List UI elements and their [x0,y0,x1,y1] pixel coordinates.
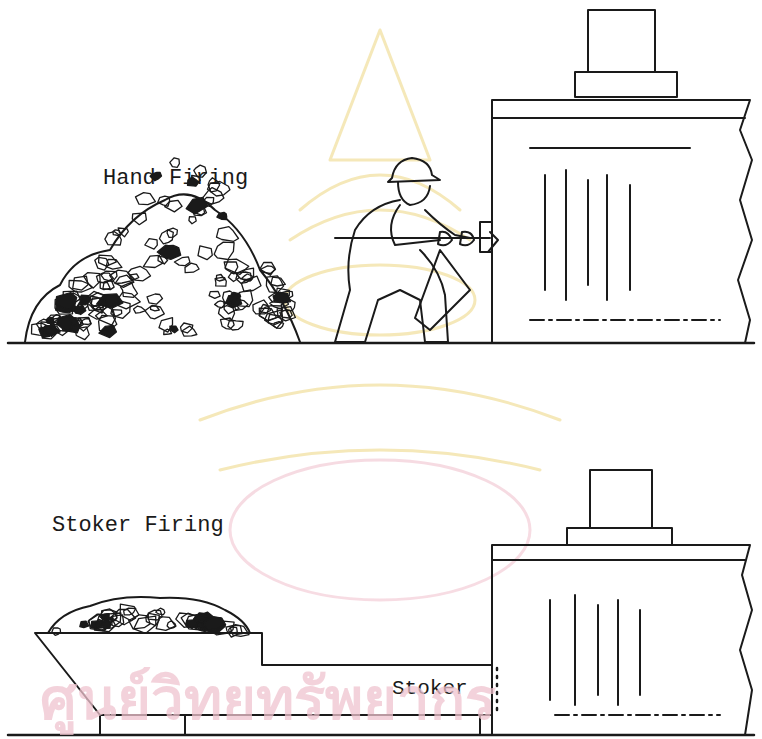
stoker-firing-scene [8,470,754,735]
coal-lump [134,306,146,313]
coal-lump [182,326,197,336]
coal-lump [273,292,290,303]
coal-lump [69,280,92,292]
coal-lump [130,274,139,280]
coal-lump [102,621,111,629]
coal-lump [52,628,61,635]
coal-lump [261,305,269,313]
coal-lump [174,257,190,266]
coal-lump [186,198,207,214]
coal-lump [234,299,248,310]
coal-lump [56,293,77,310]
coal-lump [266,276,283,293]
emblem-watermark [200,30,560,600]
coal-lump [225,259,249,274]
coal-lump [128,266,151,281]
coal-lump [217,212,227,219]
coal-lump [185,263,199,273]
coal-lump [100,282,110,289]
coal-lump [187,620,197,629]
coal-lump [241,276,261,291]
coal-lump [132,213,146,225]
coal-lumps [32,158,296,340]
coal-lump [209,292,220,299]
coal-lump [80,621,89,628]
coal-lump [274,322,284,329]
coal-lump [157,245,180,259]
hand-firing-scene [8,10,754,343]
coal-lumps [52,604,249,637]
coal-heap [48,597,250,633]
coal-lump [261,266,275,274]
coal-lump [143,255,163,267]
coal-lump [232,290,253,307]
watermark-text: ศูนย์วิทยทรัพยากร [40,668,496,732]
coal-lump [170,326,178,333]
coal-lump [101,271,117,282]
coal-lump [151,306,160,311]
boiler-hand [480,10,752,343]
ground-line [8,342,754,345]
coal-lump [277,307,295,321]
coal-lump [158,196,170,206]
coal-pile [25,194,300,342]
coal-lump [216,275,224,282]
coal-lump [85,291,105,310]
coal-lump [226,626,242,638]
coal-lump [214,242,234,259]
coal-lump [217,227,239,242]
coal-lump [260,262,275,275]
stoker-man [335,158,498,342]
coal-lump [51,317,72,336]
coal-lump [136,193,156,205]
coal-lump [134,616,156,633]
coal-lump [228,273,239,282]
coal-lump [224,262,238,274]
coal-lump [71,318,82,327]
coal-lump [121,282,138,297]
coal-lump [106,259,122,269]
coal-lump [148,610,162,620]
boiler-stoker [492,470,752,735]
coal-lump [129,615,150,629]
coal-lump [202,617,226,630]
coal-lump [228,320,243,330]
coal-lump [159,230,173,244]
coal-lump [84,273,101,289]
coal-lump [147,294,163,304]
coal-lump [189,217,196,224]
coal-lump [253,300,271,314]
coal-lump [118,228,128,237]
coal-lump [215,301,225,308]
coal-lump [145,239,158,249]
coal-lump [111,310,122,317]
coal-lump [198,246,212,260]
scene-title: Hand Firing [103,167,248,191]
scene-title: Stoker Firing [52,514,224,538]
coal-lump [99,315,117,331]
coal-lump [145,305,164,319]
coal-lump [101,610,117,621]
coal-lump [124,608,136,615]
coal-lump [170,158,180,168]
